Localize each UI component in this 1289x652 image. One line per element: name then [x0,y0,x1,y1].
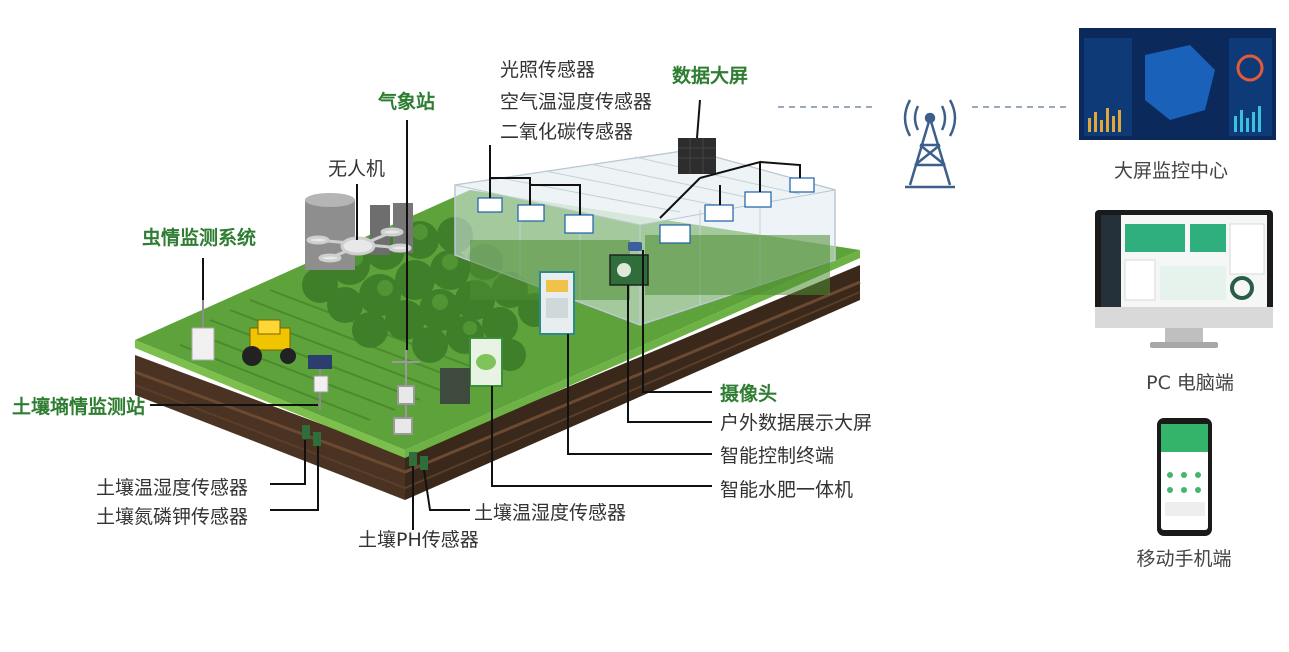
soil-right-face [405,265,860,500]
pest-monitor-device [191,300,215,361]
data-screen-label: 数据大屏 [672,65,749,87]
silos [305,193,413,270]
outdoor-display-label: 户外数据展示大屏 [720,412,873,434]
soil-temp-humidity-bottom-label: 土壤温湿度传感器 [474,502,627,524]
smart-control-terminal [539,271,575,335]
mobile-phone [1157,418,1212,536]
camera [628,242,642,251]
soil-moisture-station [308,355,332,410]
water-fertilizer-label: 智能水肥一体机 [720,479,854,501]
monitoring-center-label: 大屏监控中心 [1113,160,1229,182]
soil-temp-humidity-left-label: 土壤温湿度传感器 [96,477,249,499]
signal-tower-icon [903,99,957,189]
camera-label: 摄像头 [720,383,778,405]
outdoor-display-screen [609,254,649,286]
soil-front-face [135,355,405,500]
air-temp-humidity-label: 空气温湿度传感器 [500,91,653,113]
weather-station [392,350,420,435]
tractor [242,319,296,366]
pc-monitor [1095,210,1273,348]
soil-probes [302,425,428,470]
drone [306,227,412,263]
water-fertilizer-machine [440,337,503,404]
soil-ph-label: 土壤PH传感器 [358,529,479,551]
mobile-label: 移动手机端 [1136,548,1232,570]
co2-sensor-label: 二氧化碳传感器 [500,121,634,143]
greenhouse [454,149,836,326]
weather-station-label: 气象站 [378,91,436,113]
soil-npk-label: 土壤氮磷钾传感器 [96,506,249,528]
pest-monitor-label: 虫情监测系统 [142,227,257,249]
pc-label: PC 电脑端 [1146,372,1234,394]
monitoring-center-screen [1079,28,1276,140]
data-screen-panel [678,138,716,174]
soil-moisture-station-label: 土壤墒情监测站 [12,396,146,418]
greenhouse-sensors [477,177,815,244]
light-sensor-label: 光照传感器 [500,59,596,81]
leader-lines [150,99,801,530]
smart-terminal-label: 智能控制终端 [720,445,835,467]
drone-label: 无人机 [328,158,386,180]
